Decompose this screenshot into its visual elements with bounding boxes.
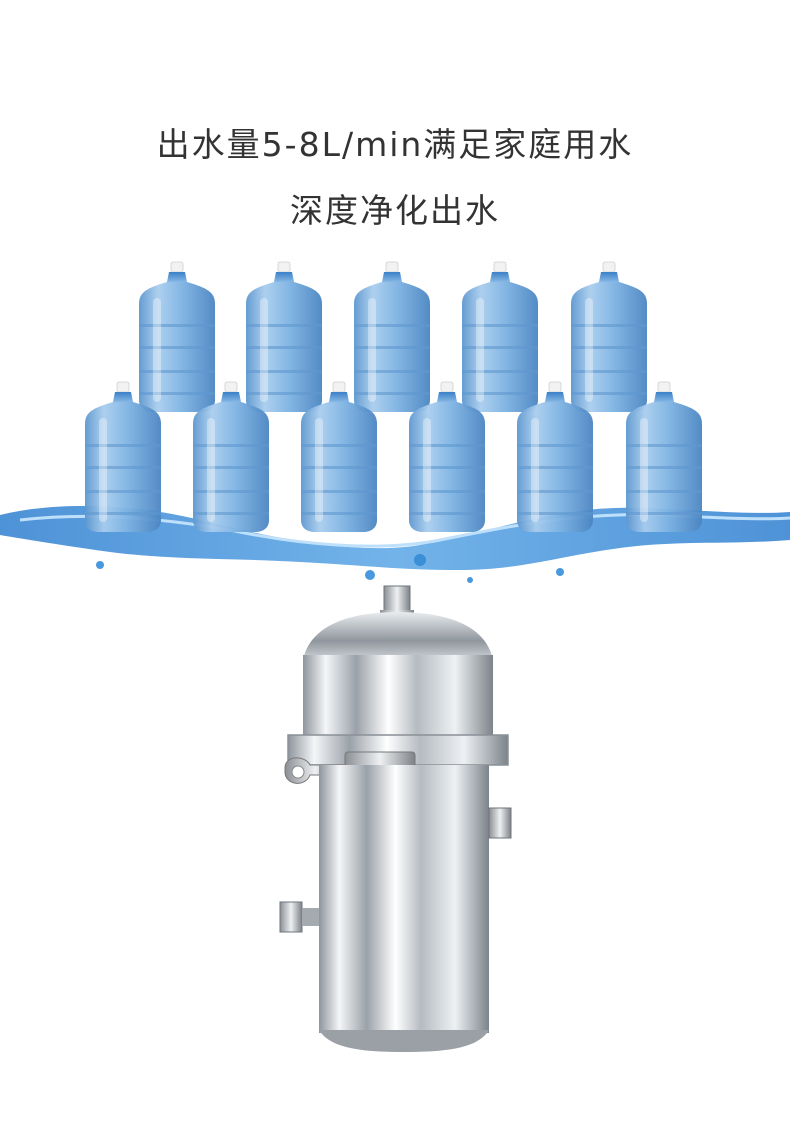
- stainless-filter-housing: [279, 585, 512, 1052]
- headline-line-1: 出水量5-8L/min满足家庭用水: [156, 125, 634, 164]
- headline-line-2: 深度净化出水: [290, 191, 500, 230]
- bottle-row-top: [138, 261, 648, 413]
